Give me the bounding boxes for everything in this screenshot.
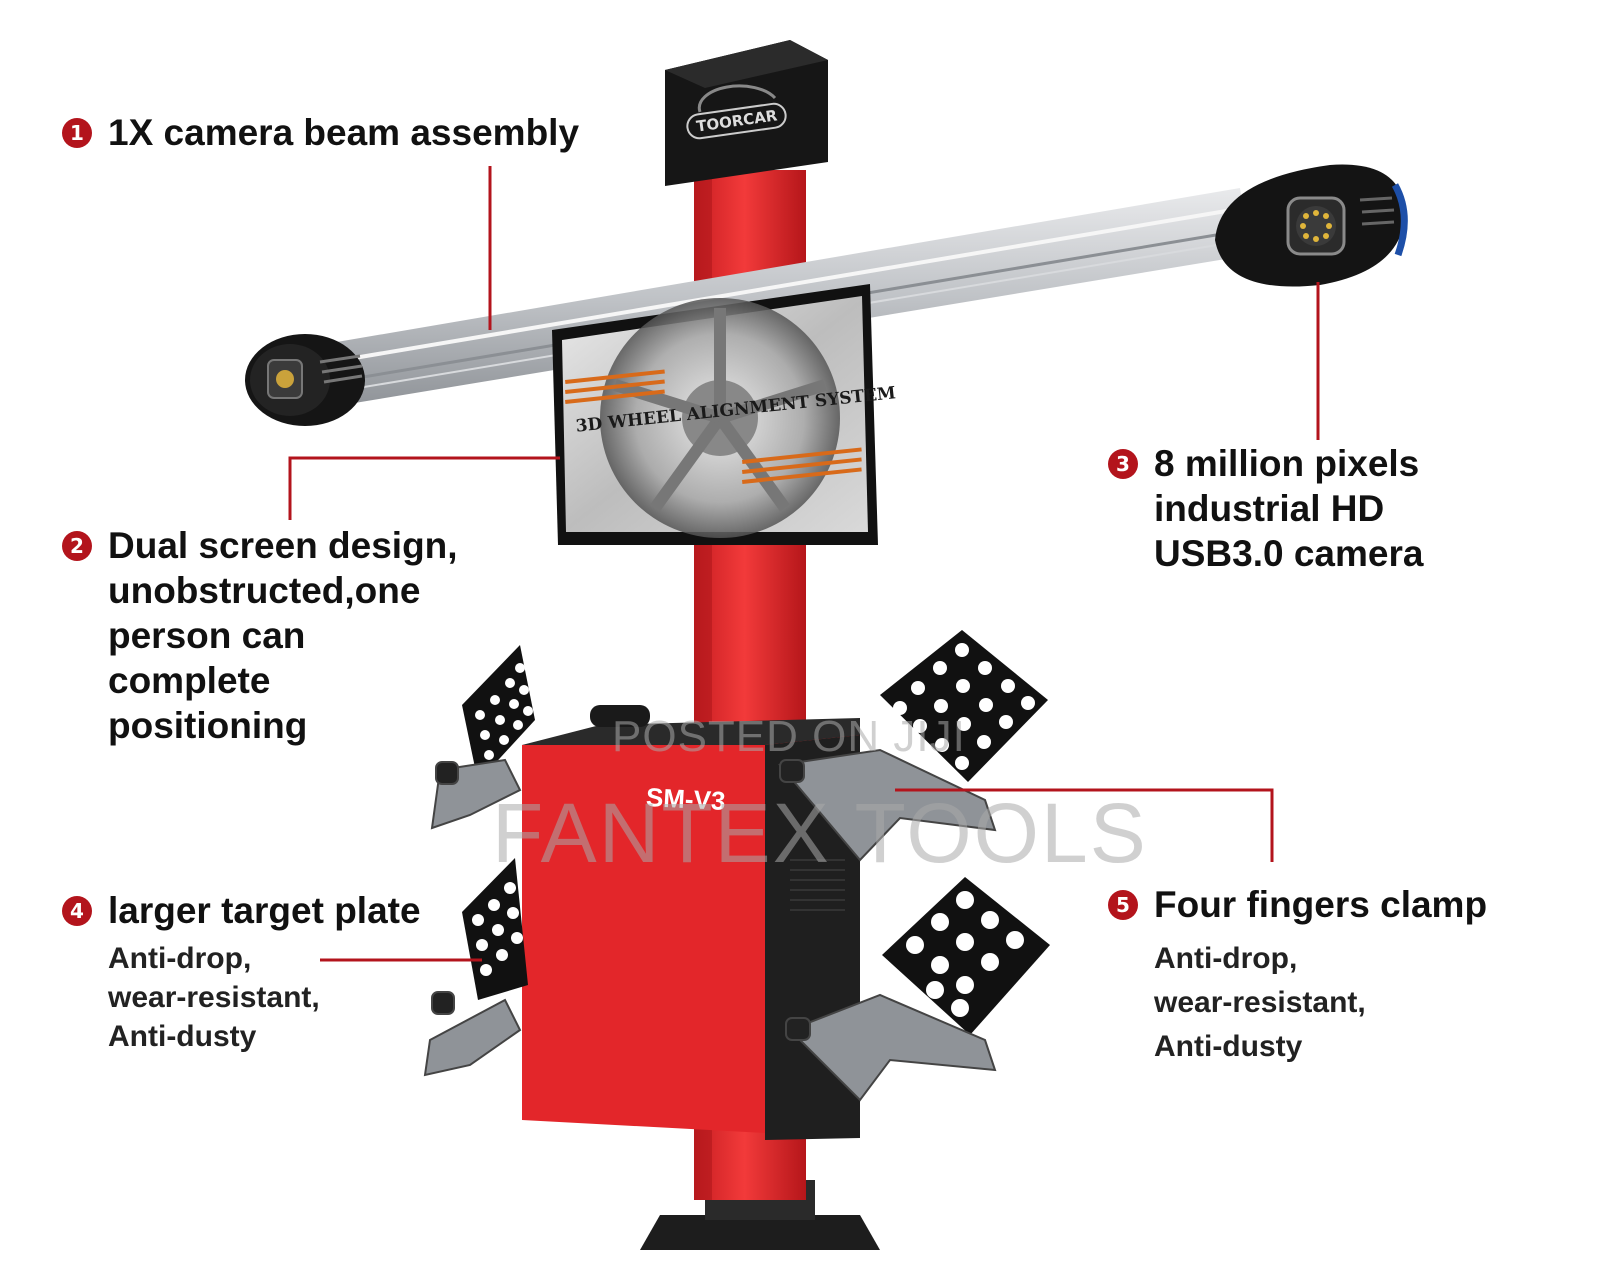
number-5-icon: 5	[1108, 890, 1138, 920]
feature-3-callout: 3 8 million pixels industrial HD USB3.0 …	[1108, 441, 1423, 576]
feature-5-title: Four fingers clamp	[1154, 884, 1488, 925]
column-top-cap	[665, 40, 828, 186]
target-plate-top-left	[462, 645, 535, 782]
leader-lines	[288, 166, 1320, 962]
target-plate-bottom-right	[882, 877, 1050, 1035]
clamp-bottom-right	[785, 993, 997, 1102]
feature-3-title-line-2: industrial HD	[1154, 488, 1385, 529]
number-2-icon: 2	[62, 531, 92, 561]
number-4-icon: 4	[62, 896, 92, 926]
feature-4-title: larger target plate	[108, 890, 421, 931]
number-3-icon: 3	[1108, 449, 1138, 479]
leader-line-2	[288, 456, 560, 520]
feature-2-title-line-4: complete	[108, 660, 271, 701]
target-plate-top-right	[880, 630, 1048, 782]
feature-4-detail-2: wear-resistant,	[108, 981, 320, 1014]
feature-3-title-line-3: USB3.0 camera	[1154, 533, 1424, 574]
feature-4-detail-3: Anti-dusty	[108, 1020, 257, 1053]
clamp-bottom-left	[423, 991, 522, 1077]
monitor-screen	[552, 284, 878, 545]
left-camera-icon	[245, 334, 365, 426]
feature-5-detail-3: Anti-dusty	[1154, 1030, 1303, 1063]
feature-1-title: 1X camera beam assembly	[108, 112, 580, 153]
feature-2-title-line-1: Dual screen design,	[108, 525, 458, 566]
feature-2-callout: 2 Dual screen design, unobstructed,one p…	[62, 523, 458, 748]
feature-3-title-line-1: 8 million pixels	[1154, 443, 1420, 484]
feature-2-title-line-2: unobstructed,one	[108, 570, 421, 611]
number-1-icon: 1	[62, 118, 92, 148]
feature-4-detail-1: Anti-drop,	[108, 942, 252, 975]
feature-2-title-line-5: positioning	[108, 705, 308, 746]
right-camera-icon	[1215, 164, 1408, 287]
feature-2-title-line-3: person can	[108, 615, 306, 656]
feature-1-callout: 1 1X camera beam assembly	[62, 110, 579, 155]
clamp-top-right	[778, 748, 997, 862]
clamp-top-left	[430, 758, 522, 830]
watermark-line-2: FANTEX TOOLS	[492, 786, 1148, 880]
leader-line-5	[895, 788, 1274, 862]
target-plate-bottom-left	[462, 858, 528, 1000]
feature-5-detail-2: wear-resistant,	[1154, 986, 1366, 1019]
feature-5-detail-1: Anti-drop,	[1154, 942, 1298, 975]
watermark-line-1: POSTED ON JIJI	[612, 712, 966, 761]
feature-4-callout: 4 larger target plate Anti-drop, wear-re…	[62, 888, 421, 1056]
feature-5-callout: 5 Four fingers clamp Anti-drop, wear-res…	[1108, 882, 1487, 1069]
